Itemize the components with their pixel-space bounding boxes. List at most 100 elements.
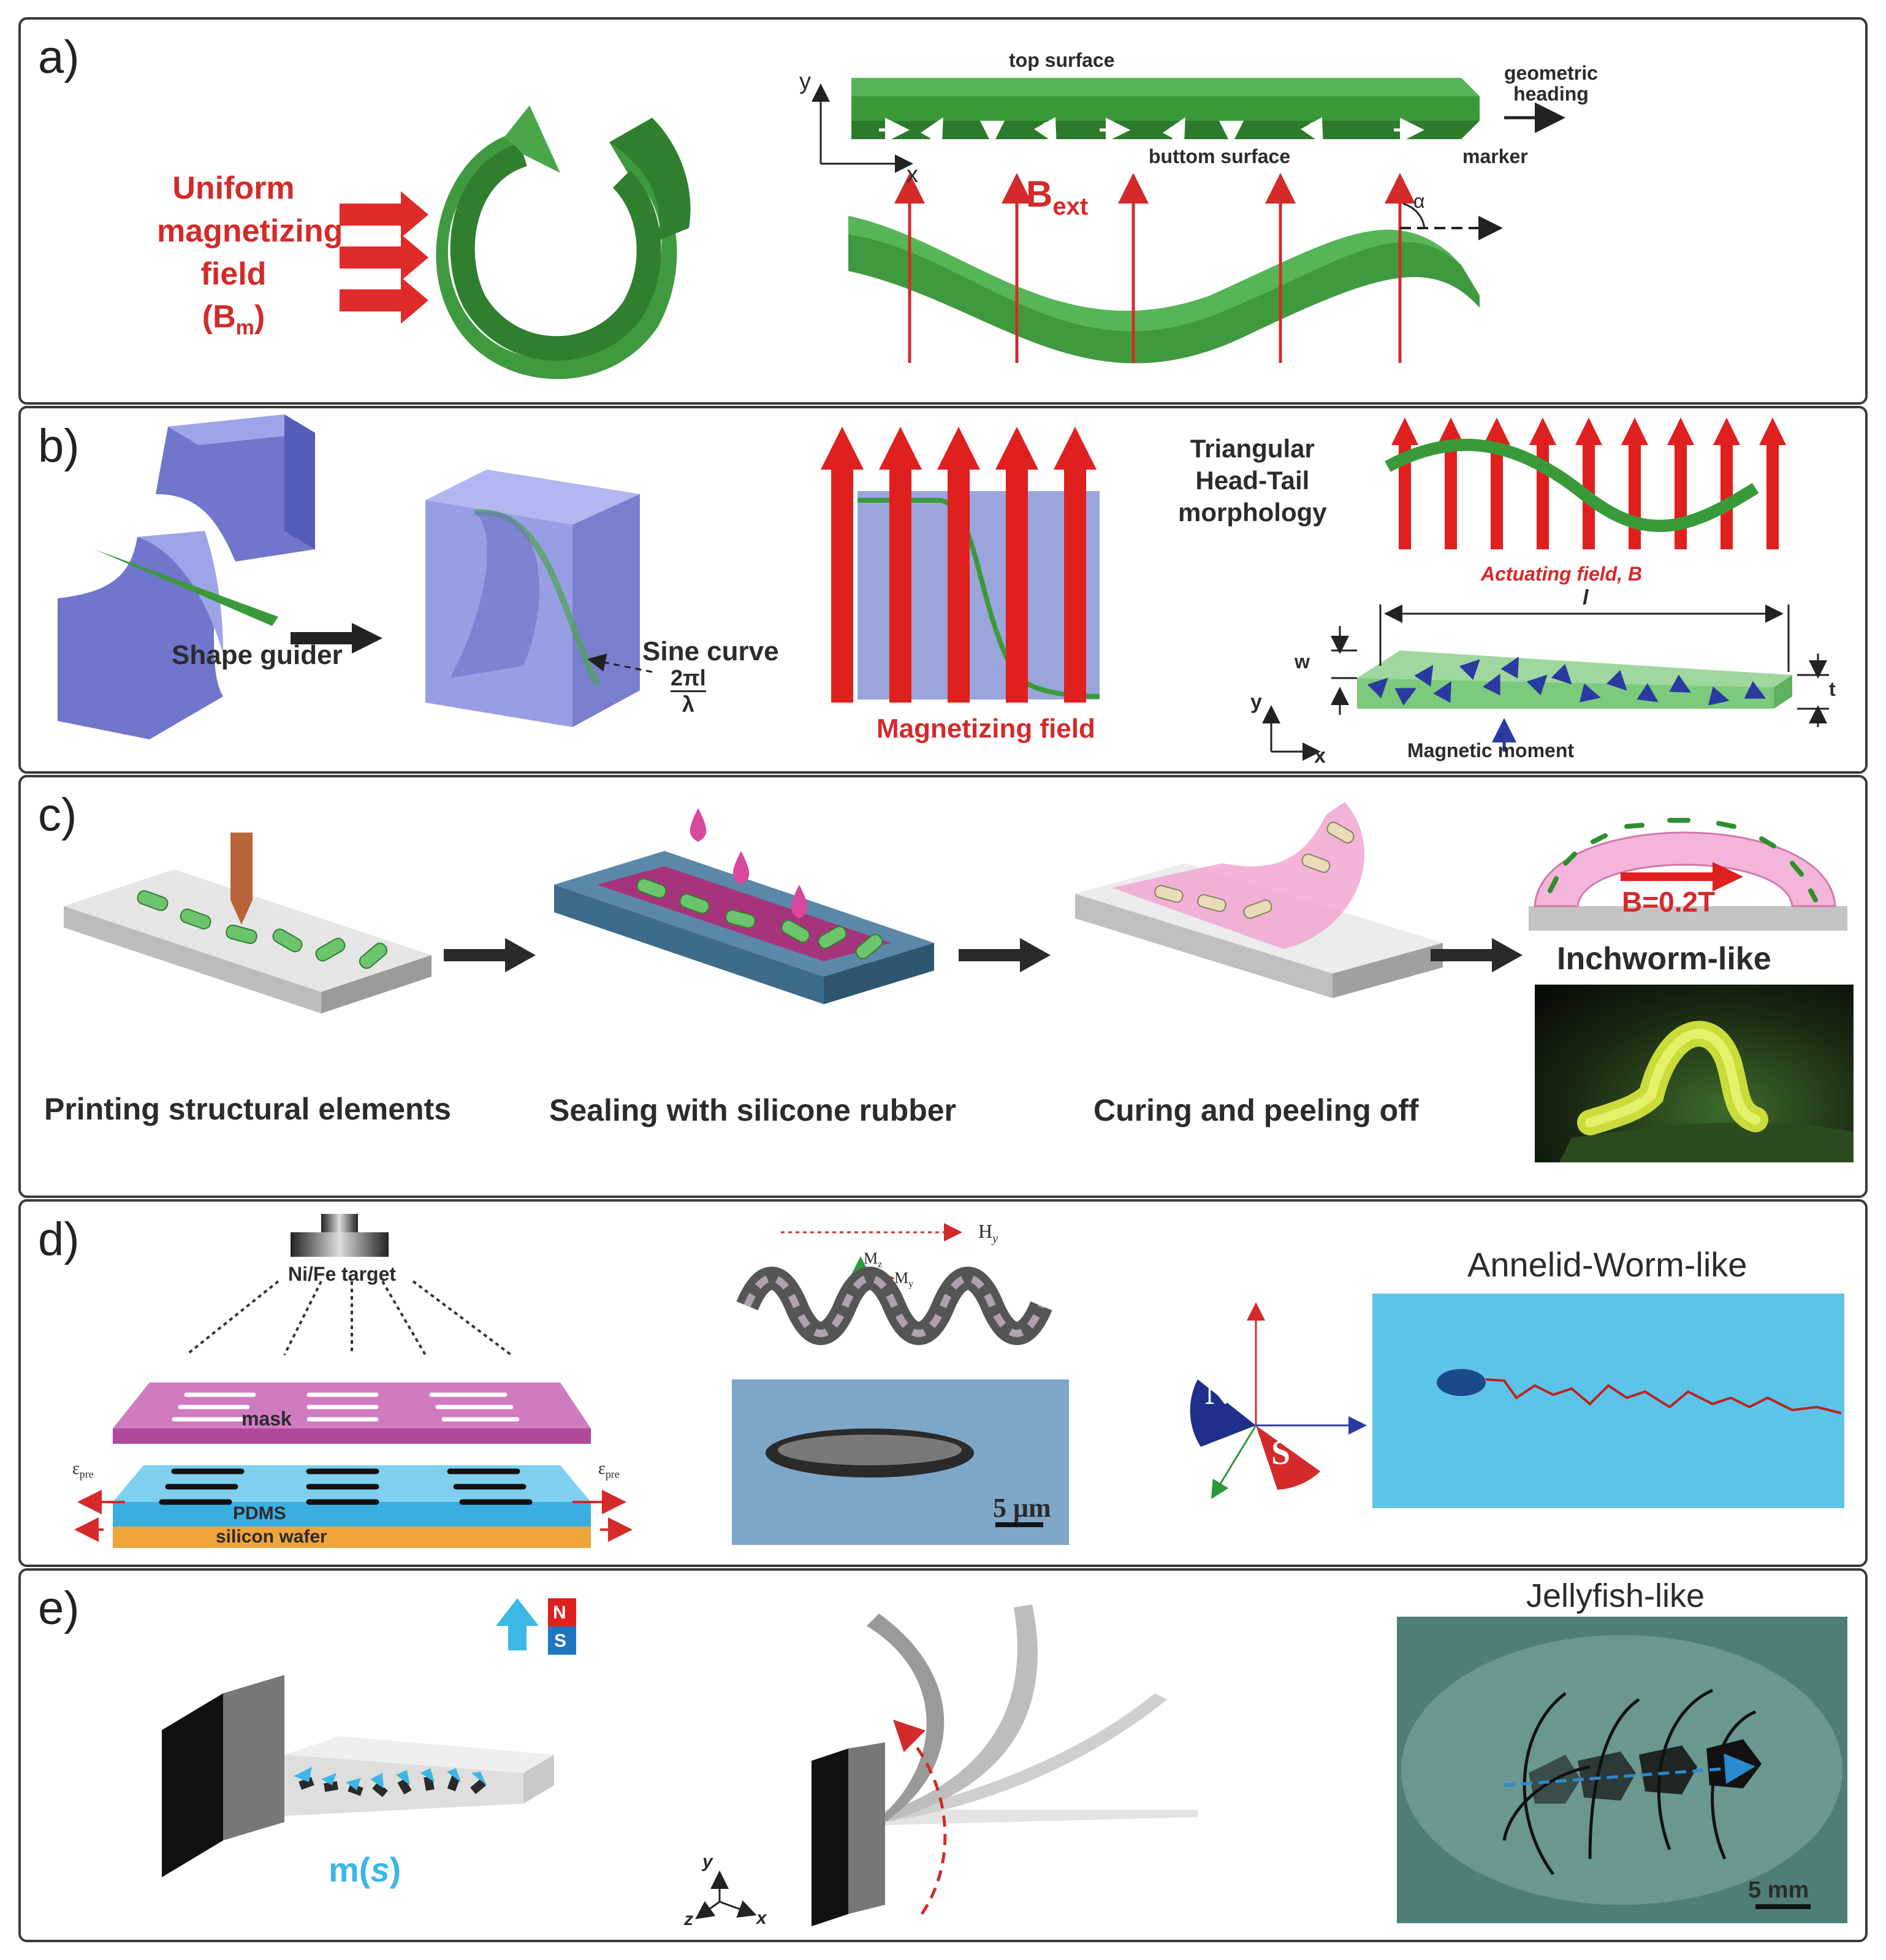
silicon-wafer-layer: [113, 1527, 591, 1548]
panel-label-b: b): [38, 420, 80, 472]
panel-e-illustration: [162, 1598, 1847, 1926]
actuating-arrows: [1391, 418, 1786, 549]
green-ring: [436, 105, 691, 379]
moment-close: ): [389, 1850, 401, 1889]
top-surface-label: top surface: [1009, 49, 1115, 71]
shape-guider-label: Shape guider: [172, 640, 343, 670]
silicon-wafer-label: silicon wafer: [216, 1527, 327, 1547]
axis-y-b: y: [1250, 690, 1262, 714]
panel-a: a): [18, 17, 1868, 405]
substrate-c: [1529, 906, 1847, 931]
clamp-wall: [162, 1675, 284, 1877]
inchworm-label: Inchworm-like: [1557, 941, 1771, 977]
bm-b: (B: [202, 299, 236, 335]
sine-curve-label: Sine curve: [642, 636, 779, 666]
bext-b: B: [1026, 174, 1053, 215]
axis-y-a: y: [799, 69, 811, 94]
bext-label: Bext: [1026, 173, 1088, 221]
mz-label: Mz: [864, 1249, 882, 1270]
alpha-label: α: [1413, 190, 1425, 212]
axis-y-e: y: [702, 1851, 713, 1872]
panel-label-d: d): [38, 1213, 80, 1265]
compass-south: [1256, 1425, 1320, 1490]
mz-sym: M: [864, 1249, 878, 1267]
eps-right-sym: ε: [598, 1459, 606, 1478]
triangular-label: Triangular Head-Tail morphology: [1178, 433, 1327, 528]
panel-label-c: c): [38, 789, 77, 841]
panel-e: e): [18, 1568, 1868, 1942]
magnetizing-arrows-b: [821, 427, 1097, 703]
eps-left-label: εpre: [72, 1459, 94, 1481]
axis-x-e: x: [756, 1908, 767, 1928]
panel-label-e: e): [38, 1582, 80, 1634]
mag-line-2: magnetizing: [157, 213, 343, 249]
sputter-target: [291, 1232, 389, 1257]
hy-sym: H: [978, 1220, 993, 1242]
wavy-beam: [848, 216, 1480, 364]
thickness-t-label: t: [1829, 678, 1836, 700]
panel-b-illustration: [58, 414, 1829, 761]
eps-left-sub: pre: [79, 1468, 94, 1481]
my-sub: y: [908, 1279, 914, 1290]
upper-guide-block: [156, 414, 315, 562]
beam-moments: [879, 117, 1424, 145]
target-label: Ni/Fe target: [288, 1263, 397, 1285]
bext-sub: ext: [1052, 193, 1089, 220]
pdms-label: PDMS: [233, 1503, 286, 1523]
eps-right-label: εpre: [598, 1459, 620, 1481]
mask-layer: [113, 1382, 591, 1444]
sealed-elements: [636, 878, 883, 959]
scale-bar-d: 5 μm: [993, 1493, 1051, 1523]
panel-d-illustration: [74, 1214, 1844, 1548]
step-sealing: Sealing with silicone rubber: [549, 1093, 957, 1127]
geo-line-2: heading: [1513, 83, 1589, 105]
panel-a-illustration: [340, 78, 1565, 379]
magnetic-moment-label: Magnetic moment: [1407, 739, 1575, 761]
moment-m: m(: [329, 1850, 371, 1889]
tri-line-2: Head-Tail: [1195, 466, 1310, 495]
formula-denominator: λ: [682, 692, 694, 717]
length-l-label: l: [1583, 586, 1589, 609]
scale-bar-e: 5 mm: [1748, 1877, 1809, 1903]
tapered-beam: [1357, 650, 1792, 709]
panel-b: b): [18, 406, 1868, 774]
mz-sub: z: [878, 1259, 883, 1270]
bext-lines: [894, 173, 1415, 363]
formula-numerator: 2πl: [671, 666, 706, 692]
compass-n-label: N: [1205, 1374, 1230, 1412]
step-curing: Curing and peeling off: [1093, 1093, 1419, 1127]
straight-beam: [851, 78, 1480, 139]
geometric-heading-label: geometric heading: [1504, 63, 1598, 104]
width-w-label: w: [1295, 650, 1310, 673]
panel-c: c): [18, 775, 1868, 1198]
bending-sequence: [812, 1604, 1198, 1926]
eps-left-sym: ε: [72, 1459, 80, 1478]
magnet-south: [548, 1626, 576, 1655]
compass-north: [1190, 1379, 1256, 1447]
mag-line-4: (Bm): [157, 296, 310, 349]
mag-line-1: Uniform: [172, 170, 295, 206]
annelid-photo: [1372, 1294, 1844, 1508]
inchworm-arch: [1534, 831, 1836, 907]
buttom-surface-label: buttom surface: [1149, 145, 1291, 167]
jellyfish-label: Jellyfish-like: [1526, 1577, 1705, 1614]
axis-x-a: x: [907, 162, 918, 188]
tri-line-3: morphology: [1178, 498, 1327, 527]
pdms-layer: [113, 1465, 591, 1548]
inchworm-photo: [1535, 985, 1854, 1162]
geo-line-1: geometric: [1504, 62, 1598, 84]
hy-label: Hy: [978, 1220, 998, 1246]
compass-axes: [1190, 1302, 1367, 1500]
magnet-s-label: S: [554, 1631, 567, 1651]
magnetic-moment-arrows: [1367, 657, 1766, 706]
bm-sub: m: [235, 316, 254, 340]
bm-close: ): [254, 299, 265, 335]
lower-guide-block: [58, 531, 223, 739]
guide-cube: [425, 470, 640, 727]
my-label: My: [894, 1269, 913, 1290]
magnetizing-field-label: Uniform magnetizing field (Bm): [157, 167, 343, 349]
my-sym: M: [894, 1269, 909, 1287]
magnet-n-label: N: [553, 1603, 566, 1623]
axes-a: [812, 83, 913, 173]
field-strength-label: B=0.2T: [1622, 886, 1716, 918]
